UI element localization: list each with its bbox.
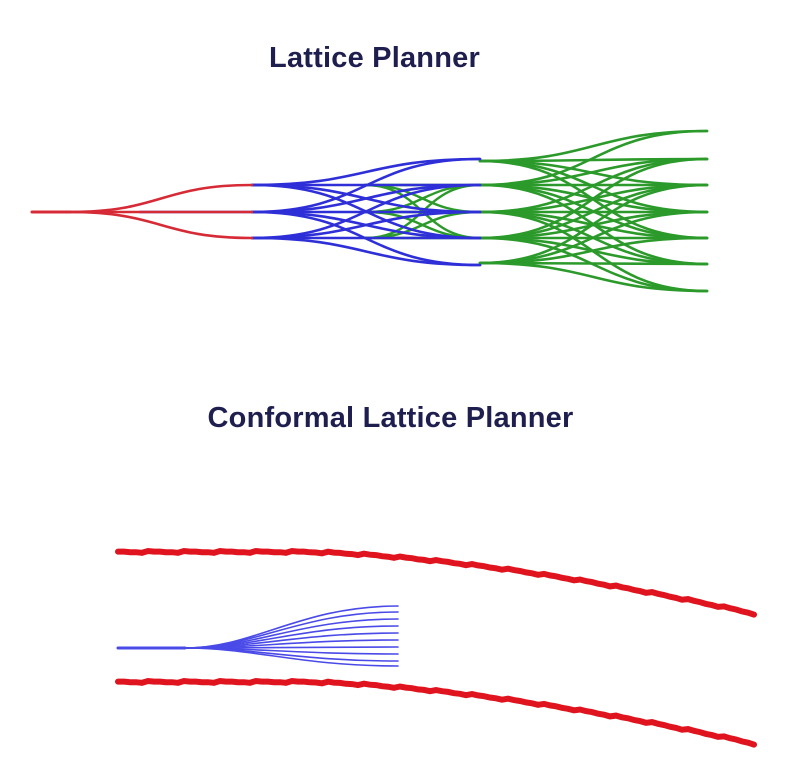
lattice-stage3-path xyxy=(478,261,709,293)
lattice-stage1-path xyxy=(68,183,254,214)
road-boundary-lower xyxy=(115,677,757,748)
lattice-stage3-path xyxy=(478,183,709,265)
conformal-path xyxy=(184,647,399,667)
conformal-lattice-planner-diagram xyxy=(115,547,757,748)
lattice-stage2-path xyxy=(250,157,482,187)
lattice-planner-diagram xyxy=(30,129,709,293)
conformal-lattice-planner-title: Conformal Lattice Planner xyxy=(207,402,574,434)
lattice-stage2-path xyxy=(250,236,482,267)
lattice-stage1-path xyxy=(68,210,254,240)
lattice-stage3-path xyxy=(478,129,709,163)
road-boundary-upper xyxy=(115,547,757,618)
lattice-planner-title: Lattice Planner xyxy=(269,42,480,74)
